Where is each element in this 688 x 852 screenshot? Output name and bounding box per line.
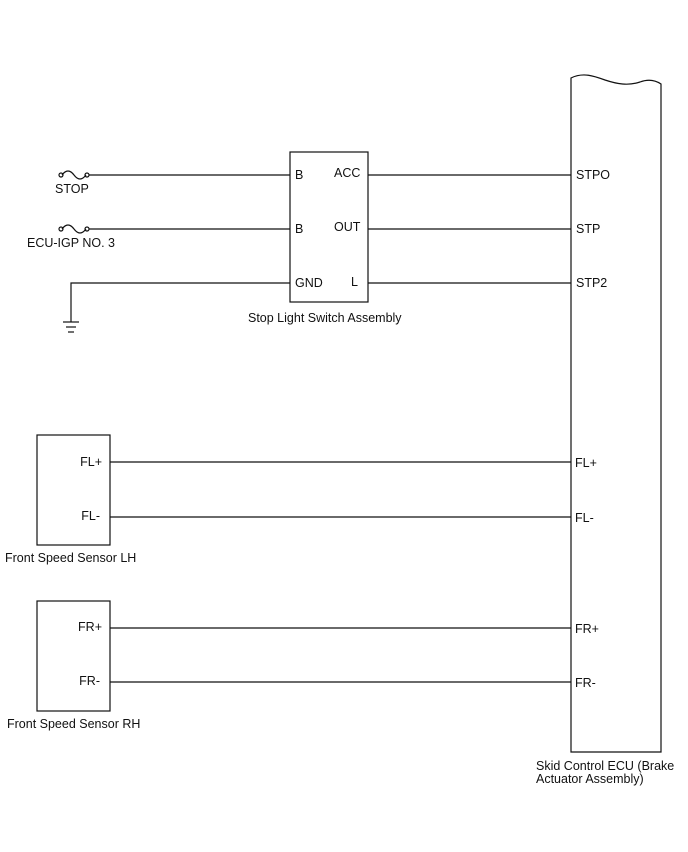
fuse-ecu-igp-symbol: [61, 224, 87, 234]
front-speed-sensor-lh-title: Front Speed Sensor LH: [5, 551, 137, 565]
switch-pin-out: OUT: [334, 220, 361, 234]
skid-control-ecu-title-line2: Actuator Assembly): [536, 772, 644, 786]
ecu-pin-stp2: STP2: [576, 276, 608, 290]
switch-pin-acc: ACC: [334, 166, 361, 180]
skid-control-ecu-title-line1: Skid Control ECU (Brake: [536, 759, 675, 773]
sensor-rh-pin-fr-minus: FR-: [79, 674, 100, 688]
fuse-ecu-igp-label: ECU-IGP NO. 3: [27, 236, 115, 250]
sensor-rh-pin-fr-plus: FR+: [78, 620, 102, 634]
sensor-lh-pin-fl-plus: FL+: [80, 455, 102, 469]
switch-pin-l: L: [351, 275, 358, 289]
stop-light-switch-title: Stop Light Switch Assembly: [248, 311, 402, 325]
ecu-pin-fl-plus: FL+: [575, 456, 597, 470]
fuse-stop-symbol: [61, 170, 87, 180]
front-speed-sensor-rh-title: Front Speed Sensor RH: [7, 717, 141, 731]
ecu-pin-fr-minus: FR-: [575, 676, 596, 690]
stop-light-switch-box: [289, 151, 369, 303]
front-speed-sensor-lh-box: [36, 434, 111, 546]
switch-pin-b-1: B: [295, 168, 304, 182]
front-speed-sensor-rh-box: [36, 600, 111, 712]
ecu-pin-fr-plus: FR+: [575, 622, 599, 636]
sensor-lh-pin-fl-minus: FL-: [81, 509, 100, 523]
switch-pin-gnd: GND: [295, 276, 323, 290]
fuse-stop-label: STOP: [55, 182, 89, 196]
skid-control-ecu-outline: [570, 74, 662, 753]
ecu-pin-stp: STP: [576, 222, 601, 236]
wire-gnd: [70, 282, 290, 322]
switch-pin-b-2: B: [295, 222, 304, 236]
ecu-pin-stpo: STPO: [576, 168, 611, 182]
ecu-pin-fl-minus: FL-: [575, 511, 594, 525]
